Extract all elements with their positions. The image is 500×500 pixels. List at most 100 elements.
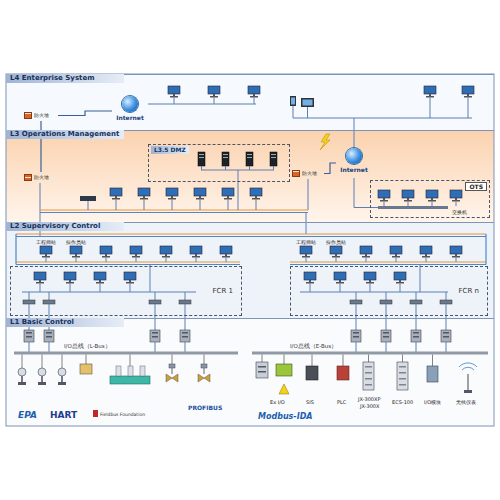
rack-slot [152, 336, 158, 338]
switch-icon [380, 300, 392, 304]
level-heading: L1 Basic Control [6, 318, 124, 327]
io-rack [256, 362, 268, 378]
node-label: 防火墙 [34, 174, 49, 181]
wire [49, 342, 50, 352]
monitor-base [140, 198, 148, 200]
wire [308, 179, 309, 210]
device-label: JX-300XP [358, 396, 380, 402]
server-icon [246, 152, 253, 166]
protocol-logo: HART [50, 410, 77, 421]
cabinet-slot [365, 366, 372, 368]
wire [196, 258, 197, 263]
wire [386, 292, 387, 300]
monitor-base [96, 282, 104, 284]
wire [386, 342, 387, 352]
band-ground [6, 318, 494, 426]
monitor-base [112, 198, 120, 200]
control-station-icon [150, 330, 160, 342]
firewall: 防火墙 [24, 110, 58, 121]
field-device [140, 366, 145, 376]
plc-device [337, 366, 349, 380]
monitor-stand [399, 280, 401, 282]
device-label: 操作员站 [326, 239, 346, 245]
transmitter-base [38, 382, 46, 385]
server-slot [223, 154, 228, 155]
rack-slot [46, 336, 52, 338]
wire [430, 98, 431, 119]
monitor-base [126, 282, 134, 284]
monitor-base [380, 200, 388, 202]
phone-icon [290, 96, 296, 106]
monitor-stand [129, 280, 131, 282]
network-bus [16, 261, 240, 262]
wire [354, 178, 378, 208]
wire [408, 202, 409, 207]
monitor-icon [248, 86, 260, 94]
control-station-icon [441, 330, 451, 342]
monitor-stand [425, 254, 427, 256]
fcr-zone: FCR n [290, 266, 488, 316]
monitor-base [250, 96, 258, 98]
protocol-logo: Modbus-IDA [258, 412, 313, 422]
wire [432, 202, 433, 207]
level-band: L3 Operations ManagementL3.5 DMZ防火墙防火墙In… [6, 130, 494, 222]
monitor-base [336, 282, 344, 284]
monitor-stand [407, 198, 409, 200]
rack-slot [413, 332, 419, 334]
monitor-base [36, 282, 44, 284]
field-device [110, 376, 150, 384]
transmitter-stem [41, 376, 43, 382]
valve-actuator [201, 364, 207, 368]
monitor-icon [64, 272, 76, 280]
rack-slot [443, 336, 449, 338]
monitor-icon [334, 272, 346, 280]
wire [416, 342, 417, 352]
switch-icon [378, 206, 448, 209]
wire [172, 368, 173, 374]
phone-screen [291, 98, 295, 105]
router-icon [80, 196, 96, 201]
switch-icon [350, 300, 362, 304]
wire [174, 98, 175, 105]
wire [386, 304, 387, 330]
server-icon [198, 152, 205, 166]
device-label: Ex I/O [270, 399, 285, 405]
valve-actuator [169, 364, 175, 368]
wire [130, 284, 131, 293]
valve-symbol [198, 374, 210, 382]
monitor-icon [208, 86, 220, 94]
monitor-base [404, 200, 412, 202]
node-label: 防火墙 [302, 170, 317, 177]
monitor-icon [250, 188, 262, 196]
device-label: JX-300X [360, 403, 379, 409]
device-label: PLC [337, 399, 346, 405]
wire [29, 304, 30, 330]
server-icon [270, 152, 277, 166]
monitor-stand [45, 254, 47, 256]
monitor-icon [394, 272, 406, 280]
monitor-stand [135, 254, 137, 256]
device-label: 工程师站 [36, 239, 56, 245]
monitor-icon [450, 246, 462, 254]
wire [400, 284, 401, 293]
transmitter-icon [58, 368, 66, 376]
wire [256, 200, 257, 211]
wire [155, 304, 156, 330]
monitor-stand [69, 280, 71, 282]
wire [42, 355, 43, 369]
monitor-icon [94, 272, 106, 280]
io-module [427, 366, 438, 382]
firewall-icon [292, 170, 300, 177]
wire [144, 200, 145, 211]
node-label: Internet [116, 114, 144, 122]
control-station-icon [44, 330, 54, 342]
transmitter-stem [21, 376, 23, 382]
wire [307, 107, 308, 118]
wire [116, 200, 117, 211]
transmitter-icon [18, 368, 26, 376]
wire [130, 355, 131, 367]
monitor-stand [339, 280, 341, 282]
server-slot [199, 157, 204, 158]
